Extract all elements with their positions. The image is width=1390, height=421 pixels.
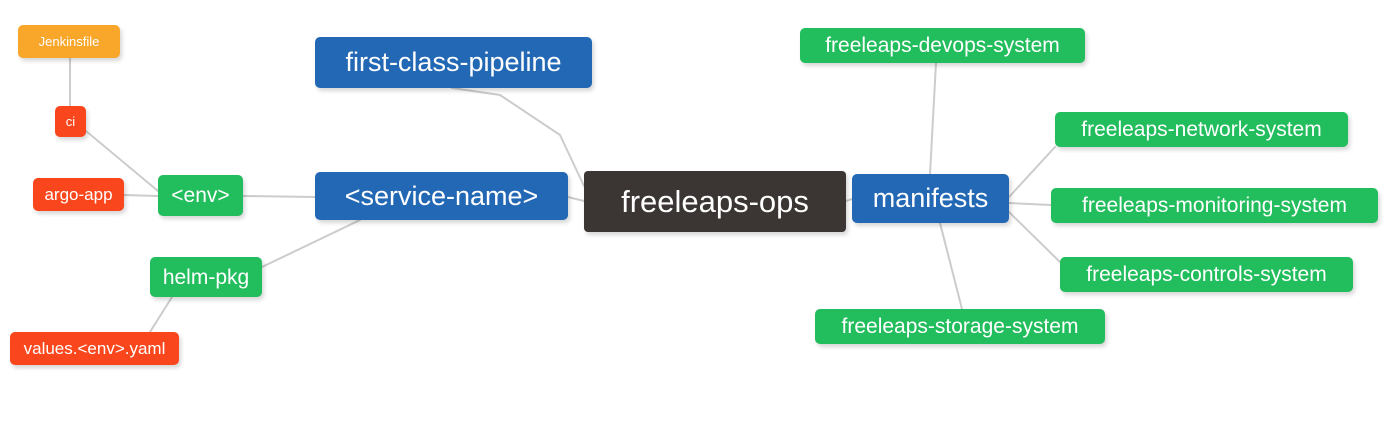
mindmap-node-ci[interactable]: ci [55, 106, 86, 137]
mindmap-node-values-env-yaml[interactable]: values.<env>.yaml [10, 332, 179, 365]
mindmap-node-freeleaps-monitoring-system[interactable]: freeleaps-monitoring-system [1051, 188, 1378, 223]
mindmap-node-label: freeleaps-network-system [1081, 118, 1322, 141]
edge-service-name-to-helm-pkg [261, 219, 361, 268]
mindmap-node-manifests[interactable]: manifests [852, 174, 1009, 223]
mindmap-node-label: Jenkinsfile [38, 34, 100, 49]
edge-manifests-to-freeleaps-devops-system [929, 62, 937, 175]
edge-manifests-to-freeleaps-monitoring-system [1008, 202, 1052, 206]
mindmap-node-freeleaps-storage-system[interactable]: freeleaps-storage-system [815, 309, 1105, 344]
mindmap-node-label: freeleaps-devops-system [825, 34, 1060, 57]
mindmap-node-freeleaps-network-system[interactable]: freeleaps-network-system [1055, 112, 1348, 147]
mindmap-node-label: helm-pkg [162, 265, 250, 289]
mindmap-node-freeleaps-controls-system[interactable]: freeleaps-controls-system [1060, 257, 1353, 292]
edge-service-name-to-env [242, 195, 316, 198]
edge-manifests-to-freeleaps-network-system [1008, 146, 1056, 198]
mindmap-node-label: first-class-pipeline [345, 47, 562, 77]
edge-freeleaps-ops-to-service-name [567, 196, 585, 202]
mindmap-node-service-name[interactable]: <service-name> [315, 172, 568, 220]
mindmap-node-label: <env> [171, 184, 230, 207]
mindmap-node-label: freeleaps-monitoring-system [1082, 194, 1347, 217]
mindmap-node-helm-pkg[interactable]: helm-pkg [150, 257, 262, 297]
mindmap-node-label: argo-app [44, 185, 113, 204]
mindmap-node-label: ci [65, 114, 76, 129]
edge-helm-pkg-to-values-env-yaml [149, 296, 173, 333]
mindmap-node-argo-app[interactable]: argo-app [33, 178, 124, 211]
mindmap-node-freeleaps-devops-system[interactable]: freeleaps-devops-system [800, 28, 1085, 63]
mindmap-node-label: freeleaps-storage-system [841, 315, 1079, 338]
mindmap-node-freeleaps-ops[interactable]: freeleaps-ops [584, 171, 846, 232]
mindmap-node-first-class-pipeline[interactable]: first-class-pipeline [315, 37, 592, 88]
mindmap-node-label: freeleaps-controls-system [1086, 263, 1327, 286]
mindmap-node-label: manifests [872, 183, 989, 213]
edge-env-to-argo-app [123, 194, 159, 197]
edge-manifests-to-freeleaps-storage-system [939, 222, 963, 310]
mindmap-node-label: <service-name> [344, 180, 539, 211]
mindmap-node-label: freeleaps-ops [621, 184, 809, 219]
mindmap-node-jenkinsfile[interactable]: Jenkinsfile [18, 25, 120, 58]
mindmap-node-label: values.<env>.yaml [23, 339, 166, 358]
mindmap-node-env[interactable]: <env> [158, 175, 243, 216]
